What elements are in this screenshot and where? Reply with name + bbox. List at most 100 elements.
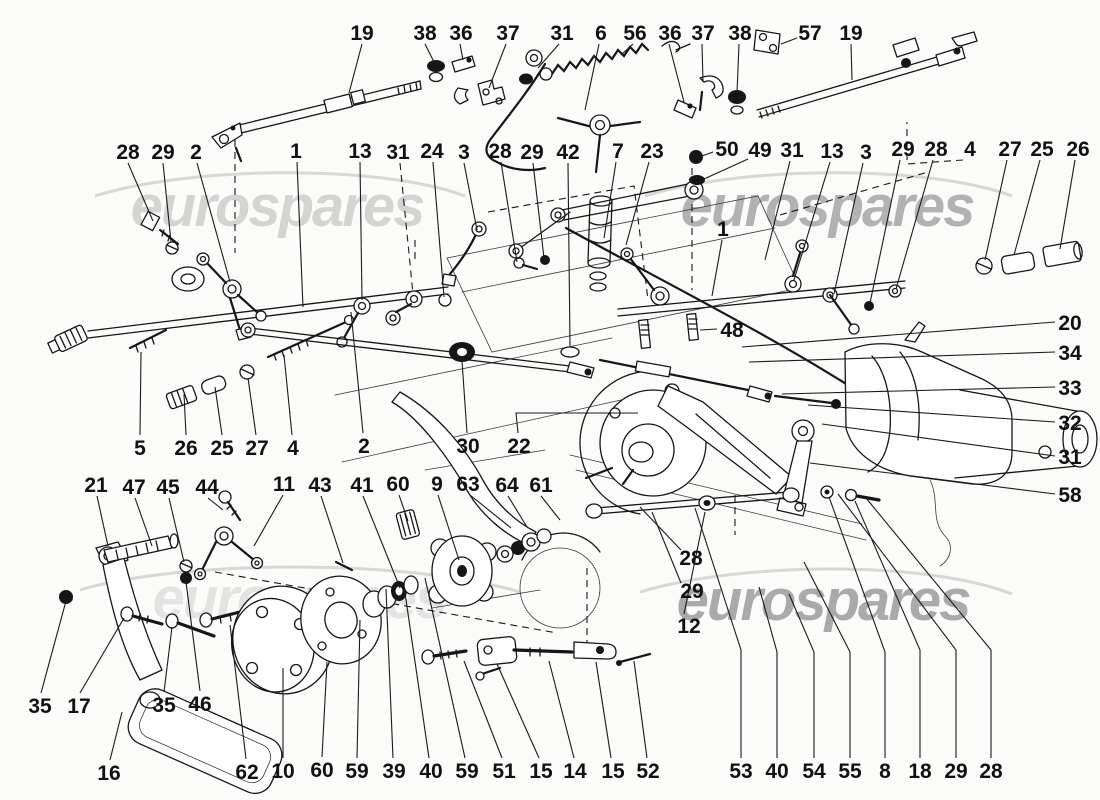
watermark-text: eurospares xyxy=(131,174,424,239)
leader-lines xyxy=(40,37,1076,761)
part-number-callout: 31 xyxy=(780,139,804,162)
part-number-callout: 35 xyxy=(152,694,176,717)
leader-line xyxy=(350,311,364,434)
leader-line xyxy=(837,493,957,758)
leader-line xyxy=(463,162,478,231)
part-number-callout: 48 xyxy=(720,319,744,342)
lever-58 xyxy=(776,419,815,517)
mid-cross-shaft xyxy=(240,322,595,546)
leader-line xyxy=(764,160,791,261)
leader-line xyxy=(424,43,437,67)
part-number-callout: 45 xyxy=(156,476,180,499)
leader-line xyxy=(500,161,518,263)
part-number-callout: 46 xyxy=(188,693,211,716)
part-number-callout: 3 xyxy=(860,141,872,164)
leader-line xyxy=(639,506,682,551)
leader-line xyxy=(183,393,187,436)
watermark-text: eurospares xyxy=(681,174,974,239)
part-number-callout: 13 xyxy=(348,140,371,163)
part-number-callout: 42 xyxy=(556,141,579,164)
part-number-callout: 49 xyxy=(748,139,771,162)
leader-line xyxy=(40,600,67,694)
part-number-callout: 51 xyxy=(492,760,516,783)
part-number-callout: 18 xyxy=(908,760,932,783)
part-number-callout: 38 xyxy=(728,22,752,45)
part-number-callout: 24 xyxy=(420,140,444,163)
leader-line xyxy=(603,161,617,239)
part-number-callout: 28 xyxy=(924,138,948,161)
leader-line xyxy=(833,162,864,295)
part-number-callout: 7 xyxy=(612,140,624,163)
leader-line xyxy=(437,494,460,561)
leader-line xyxy=(296,161,304,308)
part-number-callout: 28 xyxy=(679,547,703,570)
leader-line xyxy=(699,328,718,331)
leader-line xyxy=(356,619,361,759)
left-cross-shaft xyxy=(47,221,550,361)
bell-housing xyxy=(844,321,1098,567)
leader-line xyxy=(469,494,512,529)
part-number-callout: 38 xyxy=(413,22,437,45)
part-number-callout: 30 xyxy=(456,435,479,458)
leader-line xyxy=(207,497,224,511)
leader-line xyxy=(850,43,853,81)
part-number-callout: 35 xyxy=(28,695,52,718)
part-number-callout: 28 xyxy=(979,760,1003,783)
part-number-callout: 1 xyxy=(290,140,302,163)
part-number-callout: 27 xyxy=(245,437,268,460)
coupling-assembly xyxy=(230,509,601,695)
part-number-callout: 8 xyxy=(879,760,891,783)
part-number-callout: 40 xyxy=(419,760,442,783)
part-number-callout: 29 xyxy=(944,760,967,783)
leader-line xyxy=(139,351,142,436)
leader-line xyxy=(162,162,172,243)
technical-drawing xyxy=(47,29,1098,795)
leader-line xyxy=(694,507,742,758)
leader-line xyxy=(906,122,964,165)
part-number-callout: 4 xyxy=(287,437,299,460)
part-number-callout: 20 xyxy=(1058,312,1081,335)
leader-line xyxy=(196,162,231,283)
part-number-callout: 55 xyxy=(838,760,862,783)
part-number-callout: 41 xyxy=(350,474,374,497)
part-number-callout: 27 xyxy=(998,138,1021,161)
leader-line xyxy=(854,500,921,758)
leader-line xyxy=(385,588,394,759)
part-number-callout: 4 xyxy=(964,138,976,161)
part-number-callout: 28 xyxy=(116,141,140,164)
part-number-callout: 10 xyxy=(271,760,294,783)
leader-line xyxy=(788,593,815,758)
leader-line xyxy=(1059,159,1076,250)
leader-line xyxy=(109,711,123,761)
part-number-callout: 40 xyxy=(765,760,788,783)
leader-line xyxy=(229,624,247,760)
leader-line xyxy=(548,660,575,759)
leader-line xyxy=(821,423,1056,457)
leader-line xyxy=(247,377,257,436)
part-number-callout: 62 xyxy=(235,761,258,784)
leader-line xyxy=(459,43,464,61)
throttle-rod-right xyxy=(756,31,978,119)
leader-line xyxy=(399,162,414,295)
leader-line xyxy=(362,495,401,589)
pump-assembly xyxy=(579,371,793,515)
part-number-callout: 63 xyxy=(456,473,479,496)
part-number-callout: 2 xyxy=(358,435,370,458)
part-number-callout: 29 xyxy=(151,141,174,164)
part-number-callout: 50 xyxy=(715,138,738,161)
leader-line xyxy=(403,585,430,759)
leader-line xyxy=(828,496,886,758)
part-number-callout: 52 xyxy=(636,760,659,783)
leader-line xyxy=(703,158,749,180)
part-number-callout: 37 xyxy=(496,22,519,45)
leader-line xyxy=(701,151,714,157)
leader-line xyxy=(432,161,445,298)
leader-line xyxy=(793,161,831,281)
part-number-callout: 14 xyxy=(563,760,587,783)
part-number-callout: 23 xyxy=(640,140,663,163)
leader-line xyxy=(701,43,704,83)
studs-48 xyxy=(637,312,699,349)
leader-line xyxy=(488,43,507,89)
leader-line xyxy=(96,495,109,547)
